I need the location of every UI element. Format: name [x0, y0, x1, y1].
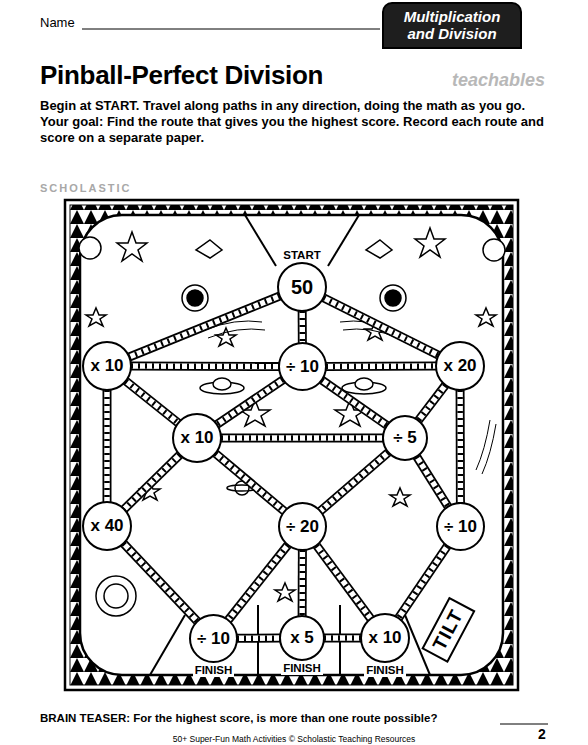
pinball-path — [129, 296, 280, 357]
circle-outline: x 10 — [82, 341, 132, 391]
pinball-path — [322, 380, 387, 425]
watermark: SCHOLASTIC — [40, 182, 132, 194]
circle-value: x 10 — [90, 356, 123, 376]
circle-value: ÷ 10 — [444, 517, 477, 537]
pinball-path — [460, 390, 461, 503]
page-title: Pinball-Perfect Division — [40, 60, 323, 91]
circle-outline: x 10 — [360, 613, 410, 663]
pinball-path — [418, 385, 445, 420]
circle-outline: x 20 — [435, 341, 485, 391]
circle-value: 50 — [291, 276, 313, 299]
board-border — [70, 205, 513, 685]
circle-outline: ÷ 10 — [189, 614, 238, 663]
finish-circle: x 10 FINISH — [360, 613, 410, 677]
pinball-path — [124, 455, 180, 509]
instructions: Begin at START. Travel along paths in an… — [40, 98, 545, 146]
circle-outline: x 40 — [82, 501, 132, 551]
section-tab: Multiplication and Division — [382, 2, 522, 49]
circle-outline: ÷ 10 — [278, 342, 327, 391]
circle-value: ÷ 10 — [286, 357, 319, 377]
pinball-path — [217, 380, 283, 425]
finish-circle: ÷ 10 FINISH — [189, 614, 238, 677]
bumper-circle: ÷ 10 — [278, 342, 327, 391]
pinball-path — [302, 311, 303, 343]
pinball-path — [221, 438, 383, 439]
tab-text: Multiplication and Division — [390, 8, 514, 42]
launch-lane — [150, 215, 430, 675]
pinball-path — [398, 546, 447, 618]
bumper-circle: ÷ 5 — [382, 415, 428, 461]
brain-teaser: BRAIN TEASER: For the highest score, is … — [40, 712, 437, 724]
bumper-circle: x 10 — [172, 413, 222, 463]
bumper-circle: x 20 — [435, 341, 485, 391]
bumper-circle: x 10 — [82, 341, 132, 391]
circle-outline: ÷ 20 — [278, 502, 327, 551]
pinball-path — [316, 545, 370, 618]
pinball-path — [237, 638, 280, 639]
bumper-circle: x 40 — [82, 501, 132, 551]
circle-value: x 10 — [368, 628, 401, 648]
circle-outline: 50 — [277, 262, 327, 312]
board-frame — [65, 200, 518, 690]
circle-outline: x 5 — [279, 615, 325, 661]
answer-line — [500, 724, 548, 725]
streaks — [205, 321, 496, 474]
bumper-circle: ÷ 20 — [278, 502, 327, 551]
footer-credit: 50+ Super-Fun Math Activities © Scholast… — [0, 734, 588, 744]
circle-value: ÷ 5 — [393, 428, 417, 448]
watermark: teachables — [452, 70, 545, 91]
finish-label: FINISH — [281, 661, 323, 675]
board-field — [80, 215, 503, 675]
pinball-path — [326, 366, 436, 367]
finish-label: FINISH — [364, 663, 406, 677]
pinball-path — [123, 543, 197, 621]
circle-value: x 20 — [443, 356, 476, 376]
pinball-path — [228, 545, 288, 620]
circle-value: x 5 — [290, 628, 314, 648]
start-label: START — [281, 248, 322, 262]
pinball-path — [215, 453, 284, 511]
finish-circle: x 5 FINISH — [279, 615, 325, 675]
circle-outline: ÷ 10 — [436, 502, 485, 551]
start-circle: START 50 — [277, 248, 327, 312]
pinball-path — [417, 457, 448, 507]
name-line — [82, 29, 380, 30]
pinball-path — [126, 381, 179, 423]
pinball-path — [323, 298, 438, 356]
circle-value: ÷ 10 — [197, 629, 230, 649]
circle-outline: ÷ 5 — [382, 415, 428, 461]
pinball-path — [320, 452, 388, 511]
circle-value: ÷ 20 — [286, 517, 319, 537]
name-label: Name — [40, 15, 75, 30]
page-number: 2 — [538, 726, 546, 742]
circle-outline: x 10 — [172, 413, 222, 463]
bumper-circle: ÷ 10 — [436, 502, 485, 551]
pinball-path — [302, 550, 303, 616]
circle-value: x 10 — [180, 428, 213, 448]
pinball-path — [107, 390, 108, 502]
circle-value: x 40 — [90, 516, 123, 536]
pinball-path — [324, 638, 361, 639]
pinball-path — [131, 366, 279, 367]
finish-label: FINISH — [193, 663, 235, 677]
